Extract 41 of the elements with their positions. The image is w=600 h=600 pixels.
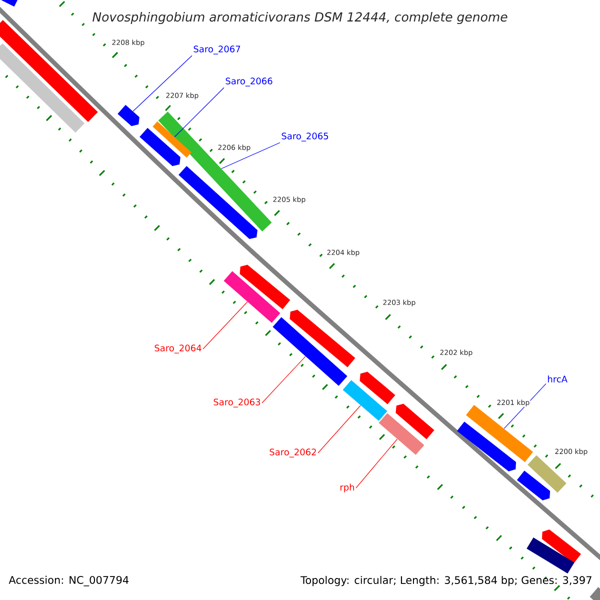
leader-line [132,55,192,112]
gene-feature [118,104,140,126]
gene-feature [360,372,396,404]
gene-bar [152,121,192,158]
gene-feature [516,470,550,500]
gene-label: rph [340,484,354,492]
title: Novosphingobium aromaticivorans DSM 12444, complete genome [92,12,508,24]
gene-bar [590,587,600,600]
gene-bar [0,0,18,7]
gene-feature [240,264,290,310]
gene-bar [224,271,280,323]
gene-feature [456,422,516,472]
gene-feature [178,166,258,240]
gene-label: Saro_2062 [270,448,316,458]
gene-feature [290,310,356,368]
footer-text: Accession: NC_007794 [8,576,129,586]
footer-text: Topology: circular; Length: 3,561,584 bp; Genes: 3,397 [300,576,592,586]
gene-bar [158,112,272,232]
leader-line [356,438,398,488]
leader-line [318,405,361,454]
gene-bar [526,537,574,574]
gene-label: Saro_2065 [282,132,328,142]
gene-bar [342,380,388,421]
leader-line [202,302,248,350]
gene-label: Saro_2067 [194,46,240,54]
gene-label: Saro_2066 [226,78,272,86]
gene-bar [528,455,566,493]
gene-feature [140,128,180,166]
leader-line [174,87,224,138]
gene-bar [0,43,85,133]
gene-feature [396,404,434,440]
gene-bar [466,404,534,462]
gene-label: Saro_2063 [214,398,260,408]
gene-label: hrcA [548,376,568,382]
leader-line [504,383,546,429]
gene-feature [542,530,581,564]
gene-bar [378,413,424,455]
gene-bar [272,317,348,386]
gene-label: Saro_2064 [154,344,202,354]
leader-line [221,142,280,169]
leader-line [262,356,306,404]
